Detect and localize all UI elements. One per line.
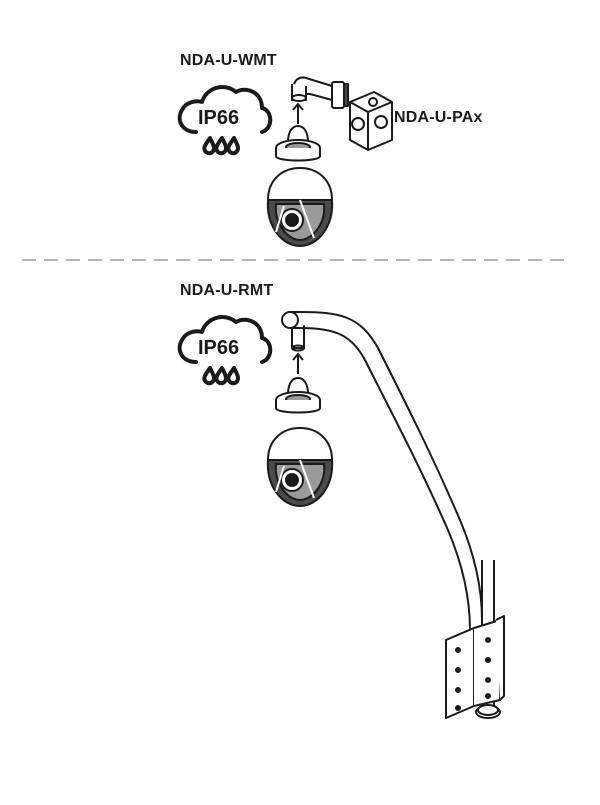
rating-badge-bottom: IP66 <box>198 337 239 359</box>
pendant-interface-top <box>275 124 321 162</box>
dome-camera-bottom <box>266 426 334 508</box>
arrow-up-icon-top <box>292 102 304 124</box>
mounting-plate <box>445 615 505 719</box>
pendant-interface-bottom <box>275 376 321 414</box>
arrow-up-icon-bottom <box>292 352 304 374</box>
pole-mount-arm <box>281 311 483 701</box>
ip66-cloud-icon-bottom: IP66 <box>177 315 273 386</box>
ip66-cloud-icon-top: IP66 <box>177 85 273 156</box>
junction-box <box>349 91 393 151</box>
wall-mount-bracket <box>291 76 349 109</box>
dome-camera-top <box>266 166 334 248</box>
junction-box-label: NDA-U-PAx <box>394 109 483 126</box>
rating-badge-top: IP66 <box>198 107 239 129</box>
pole-mount-label: NDA-U-RMT <box>180 282 274 299</box>
wall-mount-label: NDA-U-WMT <box>180 52 277 69</box>
